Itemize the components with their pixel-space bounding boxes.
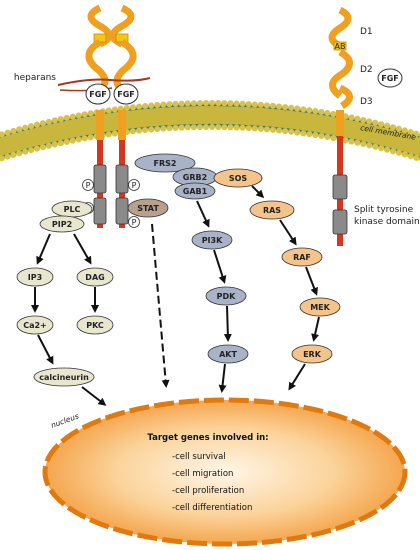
node-pdk: PDK <box>205 286 247 306</box>
domain-d1-label: D1 <box>360 27 373 37</box>
target-gene-item: -cell proliferation <box>172 486 244 496</box>
nucleus <box>42 397 408 547</box>
svg-text:IP3: IP3 <box>28 273 42 282</box>
node-erk: ERK <box>291 344 333 364</box>
fgfr-monomer-right <box>328 6 353 246</box>
node-dag: DAG <box>76 267 114 287</box>
target-gene-item: -cell differentiation <box>172 503 252 513</box>
svg-text:Ca2+: Ca2+ <box>23 321 47 330</box>
node-pi3k: PI3K <box>191 230 233 250</box>
pathway-arrows <box>31 185 320 406</box>
node-ip3: IP3 <box>16 267 54 287</box>
svg-text:SOS: SOS <box>229 174 248 183</box>
svg-text:MEK: MEK <box>310 303 330 312</box>
target-genes-title: Target genes involved in: <box>147 433 268 443</box>
nucleus-label: nucleus <box>50 411 80 429</box>
svg-text:P: P <box>132 218 137 227</box>
node-akt: AKT <box>207 344 249 364</box>
svg-text:PLC: PLC <box>64 205 81 214</box>
node-pkc: PKC <box>76 315 114 335</box>
svg-text:FRS2: FRS2 <box>154 159 177 168</box>
svg-text:FGF: FGF <box>117 90 135 99</box>
svg-text:PKC: PKC <box>86 321 104 330</box>
svg-text:AKT: AKT <box>219 350 237 359</box>
node-raf: RAF <box>281 247 323 267</box>
node-sos: SOS <box>213 168 263 188</box>
domain-d2-label: D2 <box>360 65 373 75</box>
fgf-ligand-right: FGF <box>113 83 139 105</box>
heparans-label: heparans <box>14 73 56 83</box>
svg-text:DAG: DAG <box>85 273 104 282</box>
node-mek: MEK <box>299 297 341 317</box>
svg-text:GAB1: GAB1 <box>183 187 208 196</box>
svg-text:calcineurin: calcineurin <box>39 373 89 382</box>
svg-text:PI3K: PI3K <box>202 236 223 245</box>
svg-text:RAF: RAF <box>293 253 311 262</box>
svg-text:FGF: FGF <box>381 74 399 83</box>
domain-ab-label: AB <box>335 42 346 51</box>
svg-text:P: P <box>132 181 137 190</box>
node-plc: PLC <box>51 200 93 218</box>
svg-text:GRB2: GRB2 <box>183 173 207 182</box>
fgf-ligand-free: FGF <box>377 68 403 88</box>
svg-text:RAS: RAS <box>263 206 281 215</box>
svg-text:P: P <box>86 181 91 190</box>
svg-text:ERK: ERK <box>303 350 322 359</box>
target-gene-item: -cell survival <box>172 452 226 462</box>
node-calcineurin: calcineurin <box>33 367 95 387</box>
cell-membrane <box>0 100 420 163</box>
svg-text:FGF: FGF <box>89 90 107 99</box>
svg-text:PIP2: PIP2 <box>52 220 72 229</box>
node-ras: RAS <box>249 200 295 220</box>
node-ca2: Ca2+ <box>16 315 54 335</box>
node-frs2: FRS2 <box>134 153 196 173</box>
svg-text:STAT: STAT <box>137 204 159 213</box>
split-tk-label-line2: kinase domain <box>354 217 420 227</box>
split-tk-label-line1: Split tyrosine <box>354 205 414 215</box>
node-gab1: GAB1 <box>174 182 216 200</box>
target-gene-item: -cell migration <box>172 469 233 479</box>
node-stat: STAT <box>127 198 169 218</box>
fgf-ligand-left: FGF <box>85 83 111 105</box>
node-pip2: PIP2 <box>39 215 85 233</box>
domain-d3-label: D3 <box>360 97 373 107</box>
svg-text:PDK: PDK <box>217 292 237 301</box>
